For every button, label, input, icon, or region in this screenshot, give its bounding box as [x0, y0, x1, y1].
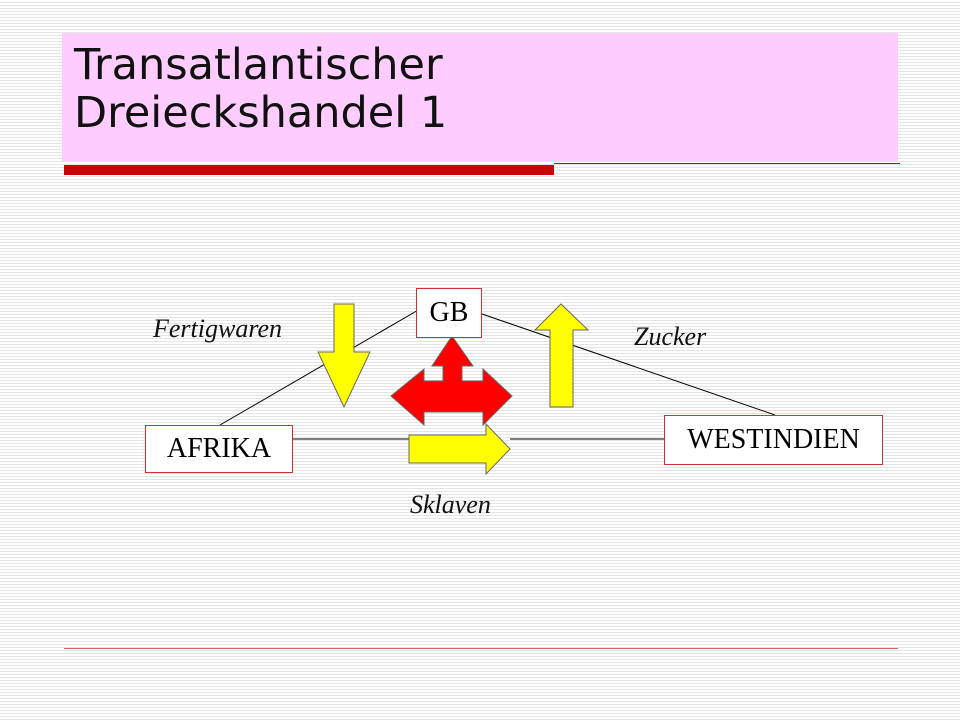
title-accent-rule — [554, 163, 900, 164]
footer-rule — [64, 648, 898, 649]
place-box-gb: GB — [416, 288, 482, 338]
arrow-right-icon — [408, 422, 511, 476]
title-accent-bar — [64, 165, 554, 175]
line-afrika-gb — [219, 308, 421, 426]
goods-label-zucker: Zucker — [634, 322, 707, 351]
line-gb-westindien — [481, 313, 776, 416]
goods-label-sklaven: Sklaven — [410, 490, 491, 519]
slide-title-line-1: Transatlantischer — [74, 40, 443, 90]
arrow-up-icon — [533, 303, 590, 408]
slide-title-box: Transatlantischer Dreieckshandel 1 — [62, 33, 898, 161]
arrow-down-icon — [317, 303, 371, 409]
place-box-westindien: WESTINDIEN — [664, 415, 883, 465]
three-way-arrow-icon — [390, 335, 513, 427]
place-box-afrika: AFRIKA — [145, 425, 293, 473]
goods-label-fertigwaren: Fertigwaren — [153, 314, 283, 343]
slide-title-line-2: Dreieckshandel 1 — [74, 88, 448, 138]
